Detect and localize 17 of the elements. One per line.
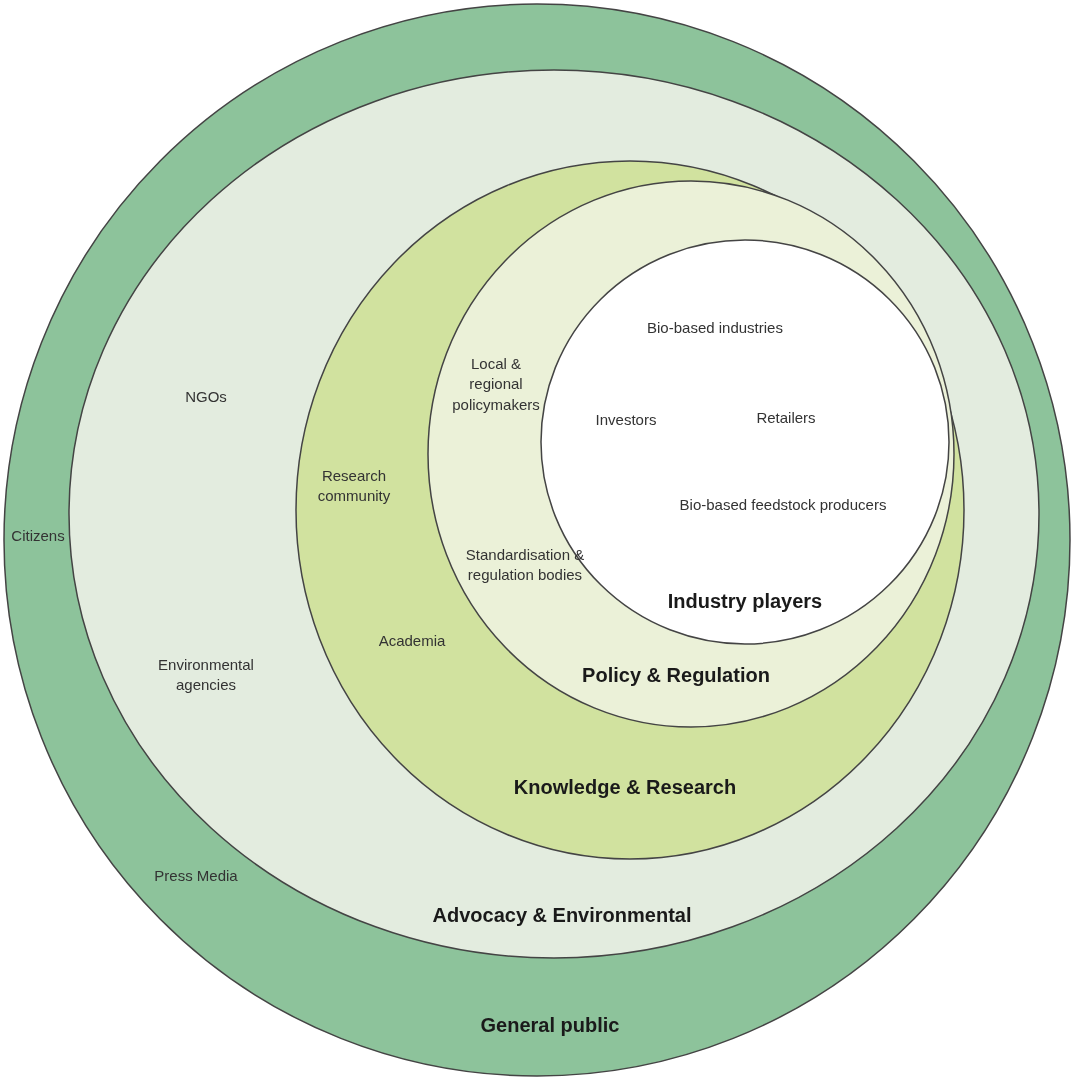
band-title: Knowledge & Research [513, 774, 737, 800]
band-title: Industry players [667, 588, 823, 614]
stakeholder-label: Retailers [755, 407, 817, 428]
stakeholder-label: NGOs [184, 386, 228, 407]
stakeholder-label: Standardisation & regulation bodies [464, 544, 586, 585]
stakeholder-label: Research community [316, 465, 392, 506]
stakeholder-label: Bio-based feedstock producers [678, 494, 888, 515]
stakeholder-label: Environmental agencies [157, 654, 255, 695]
stakeholder-label: Local & regional policymakers [451, 353, 541, 415]
stakeholder-label: Citizens [10, 525, 66, 546]
band-title: General public [480, 1012, 620, 1038]
stakeholder-label: Bio-based industries [646, 317, 784, 338]
band-title: Advocacy & Environmental [432, 902, 692, 928]
band-title: Policy & Regulation [582, 662, 770, 688]
stakeholder-label: Press Media [153, 865, 239, 886]
stakeholder-label: Investors [594, 409, 658, 430]
stakeholder-label: Academia [377, 630, 447, 651]
